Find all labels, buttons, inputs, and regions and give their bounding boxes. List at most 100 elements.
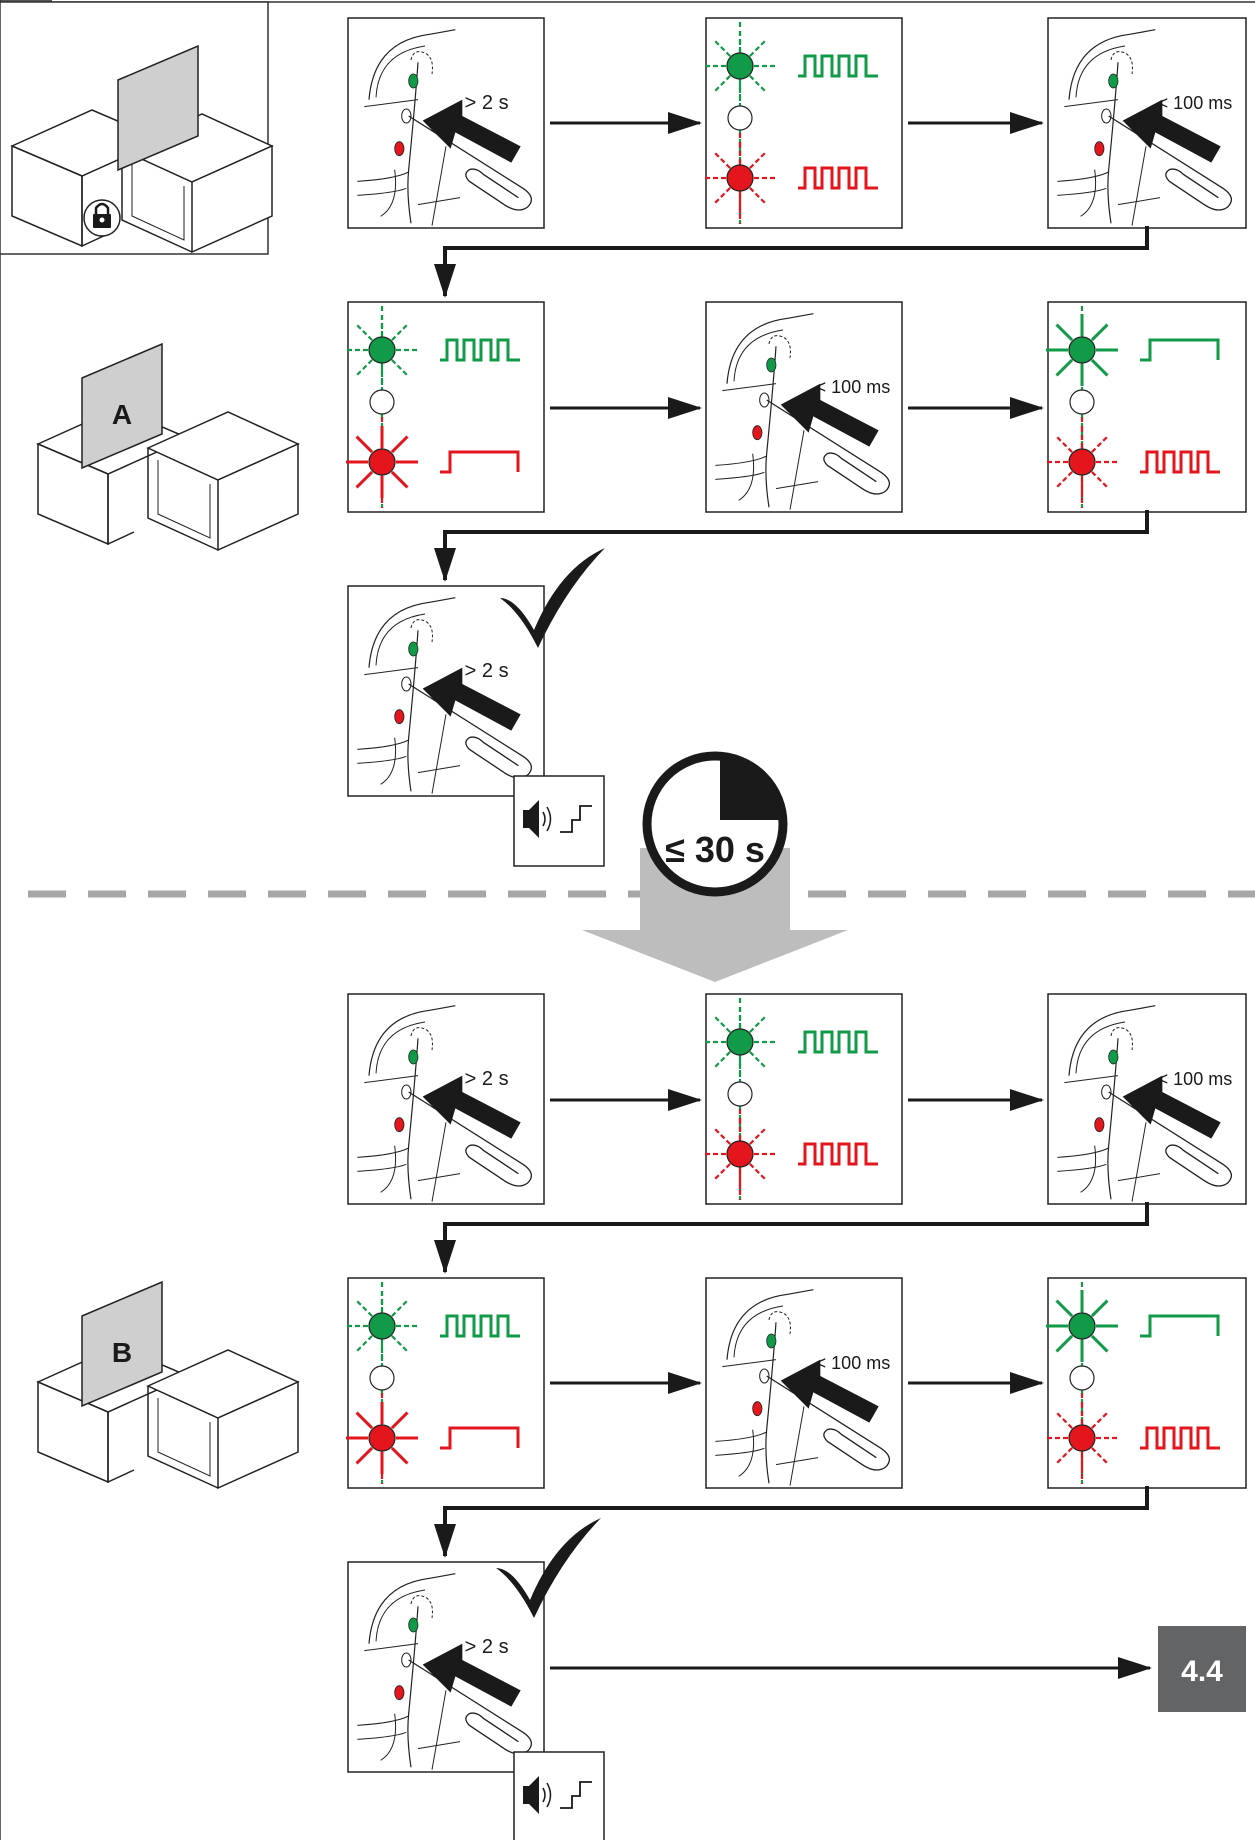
paperclip-icon (408, 1659, 533, 1755)
green-led-rays (1046, 1290, 1118, 1362)
cabinet-letter: B (112, 1337, 132, 1368)
red-led-indicator (1068, 1424, 1096, 1452)
paperclip-icon (1108, 115, 1233, 211)
reset-hole (401, 1652, 412, 1668)
red-led-rays (1044, 1400, 1120, 1476)
red-signal-wave (798, 1142, 878, 1166)
push-arrow-icon (1122, 99, 1221, 163)
red-signal-wave (440, 450, 520, 474)
green-led (766, 1333, 777, 1349)
green-led-rays (702, 1004, 778, 1080)
middle-led-indicator (727, 1081, 753, 1107)
lock-icon (83, 199, 121, 237)
device-illustration (357, 1005, 461, 1202)
led-status-panel (344, 301, 545, 513)
middle-led-indicator (1069, 1365, 1095, 1391)
red-led (394, 1117, 405, 1133)
reset-hole (401, 108, 412, 124)
green-led-rays (344, 312, 420, 388)
press-duration-label: > 2 s (465, 1068, 509, 1090)
green-led-indicator (368, 1312, 396, 1340)
reset-hole (1101, 108, 1112, 124)
device-illustration (357, 29, 461, 226)
reset-hole (401, 676, 412, 692)
press-duration-label: < 100 ms (1158, 1069, 1233, 1089)
middle-led-indicator (369, 389, 395, 415)
push-arrow-icon (422, 1075, 521, 1139)
green-led (408, 73, 419, 89)
corner-cabinet-illustration: B (36, 1280, 300, 1490)
red-led-indicator (726, 1140, 754, 1168)
red-signal-wave (798, 166, 878, 190)
large-down-arrow (582, 848, 848, 982)
device-illustration (715, 1289, 819, 1486)
paperclip-icon (766, 1375, 891, 1471)
green-led (408, 641, 419, 657)
red-led (394, 141, 405, 157)
next-step-button[interactable]: 4.4 (1158, 1626, 1246, 1712)
button-press-panel: < 100 ms (1047, 993, 1247, 1205)
corner-cabinet-illustration (10, 44, 274, 254)
paperclip-icon (1108, 1091, 1233, 1187)
press-duration-label: < 100 ms (1158, 93, 1233, 113)
red-led-rays (702, 140, 778, 216)
speaker-icon (523, 1776, 552, 1814)
cabinet-door-panel (81, 342, 163, 470)
reset-hole (759, 392, 770, 408)
red-led-rays (346, 426, 418, 498)
reset-hole (1101, 1084, 1112, 1100)
reset-hole (759, 1368, 770, 1384)
red-led-indicator (368, 1424, 396, 1452)
red-led (394, 709, 405, 725)
green-led (1108, 1049, 1119, 1065)
green-led-indicator (726, 1028, 754, 1056)
green-led-indicator (1068, 1312, 1096, 1340)
press-duration-label: > 2 s (465, 92, 509, 114)
press-duration-label: > 2 s (465, 660, 509, 682)
cabinet-letter: A (112, 399, 132, 430)
button-press-panel: < 100 ms (1047, 17, 1247, 229)
push-arrow-icon (1122, 1075, 1221, 1139)
red-led-rays (346, 1402, 418, 1474)
signal-step-icon (560, 805, 592, 833)
red-led (752, 1401, 763, 1417)
speaker-icon (523, 800, 552, 838)
push-arrow-icon (422, 667, 521, 731)
return-flow-arrow (434, 1486, 1149, 1558)
green-led (766, 357, 777, 373)
paperclip-icon (408, 683, 533, 779)
button-press-panel: > 2 s (347, 993, 545, 1205)
led-status-panel (1044, 301, 1247, 513)
red-led-indicator (368, 448, 396, 476)
cabinet-door-panel (117, 44, 199, 172)
red-led (1094, 1117, 1105, 1133)
device-illustration (715, 313, 819, 510)
paperclip-icon (766, 399, 891, 495)
green-signal-wave (1140, 338, 1220, 362)
green-led-indicator (368, 336, 396, 364)
timer-quarter-wedge (720, 757, 781, 820)
device-illustration (357, 1573, 461, 1770)
red-led-rays (1044, 424, 1120, 500)
button-press-panel: > 2 s (347, 17, 545, 229)
button-press-panel: > 2 s (347, 1561, 545, 1773)
green-signal-wave (1140, 1314, 1220, 1338)
return-flow-arrow (434, 226, 1149, 298)
led-status-panel (1044, 1277, 1247, 1489)
red-signal-wave (1140, 450, 1220, 474)
timer-label: ≤ 30 s (665, 829, 765, 870)
press-duration-label: < 100 ms (816, 1353, 891, 1373)
push-arrow-icon (780, 383, 879, 447)
button-press-panel: < 100 ms (705, 301, 903, 513)
return-flow-arrow (434, 1202, 1149, 1274)
red-led (1094, 141, 1105, 157)
button-press-panel: > 2 s (347, 585, 545, 797)
push-arrow-icon (422, 99, 521, 163)
checkmark-icon (496, 1518, 601, 1618)
green-signal-wave (440, 338, 520, 362)
led-status-panel (344, 1277, 545, 1489)
sound-signal-box (513, 775, 605, 867)
red-led (394, 1685, 405, 1701)
led-status-panel (702, 17, 903, 229)
